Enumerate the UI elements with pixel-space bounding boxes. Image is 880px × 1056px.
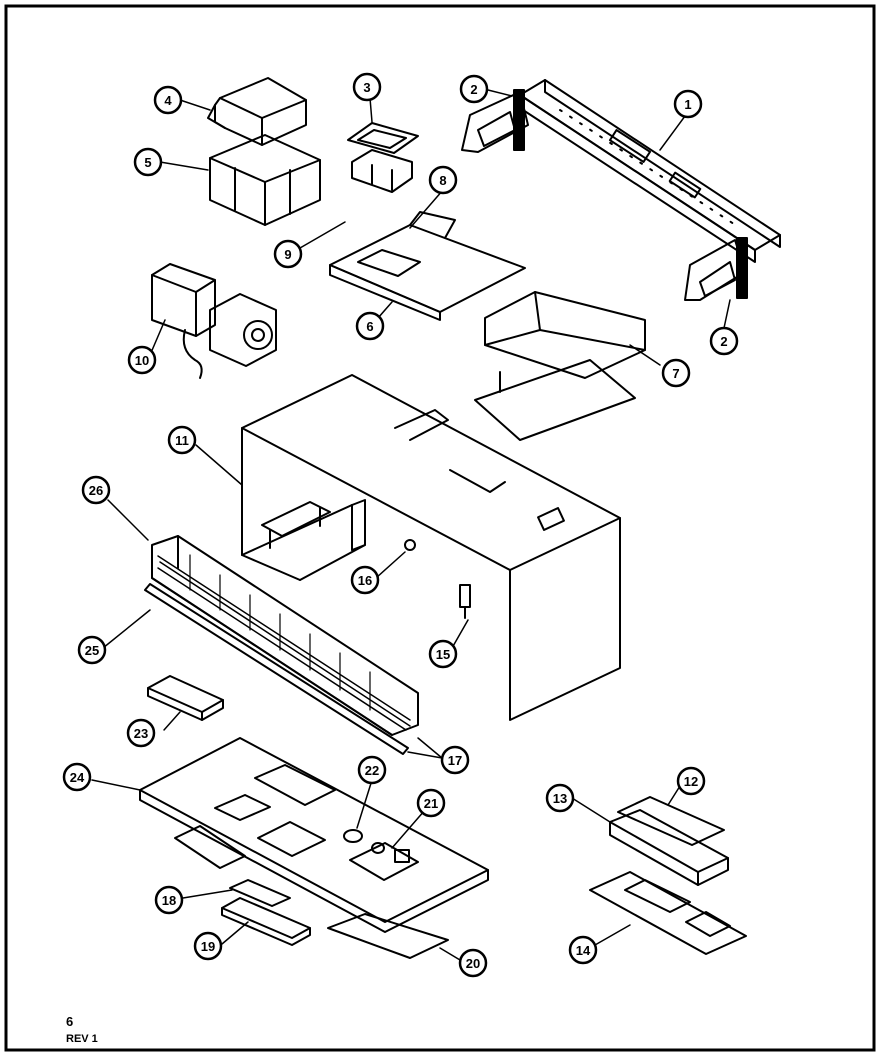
part-bracket-lower bbox=[684, 237, 748, 301]
callouts: 1 2 2 3 4 5 6 7 bbox=[62, 72, 739, 978]
part-cover-19 bbox=[221, 897, 311, 946]
part-cabinet bbox=[241, 374, 621, 721]
callout-9: 9 bbox=[273, 239, 303, 269]
callout-1-label: 1 bbox=[684, 97, 691, 112]
callout-23-label: 23 bbox=[134, 726, 148, 741]
part-blower-motor bbox=[151, 263, 277, 379]
callout-12: 12 bbox=[676, 766, 706, 796]
page-number: 6 bbox=[66, 1014, 73, 1029]
callout-10-label: 10 bbox=[135, 353, 149, 368]
part-filter-tray bbox=[147, 675, 224, 721]
part-fan-housing bbox=[209, 134, 321, 226]
callout-4: 4 bbox=[153, 85, 183, 115]
callout-17-label: 17 bbox=[448, 753, 462, 768]
callout-7: 7 bbox=[661, 358, 691, 388]
callout-2-upper: 2 bbox=[459, 74, 489, 104]
part-mounting-rail bbox=[519, 79, 781, 263]
part-light-lens bbox=[617, 796, 725, 846]
callout-10: 10 bbox=[127, 345, 157, 375]
callout-5: 5 bbox=[133, 147, 163, 177]
part-bottom-plate bbox=[139, 737, 489, 933]
callout-14-label: 14 bbox=[576, 943, 591, 958]
callout-20-label: 20 bbox=[466, 956, 480, 971]
callout-26-label: 26 bbox=[89, 483, 103, 498]
callout-18: 18 bbox=[154, 885, 184, 915]
callout-22: 22 bbox=[357, 755, 387, 785]
callout-21: 21 bbox=[416, 788, 446, 818]
callout-6-label: 6 bbox=[366, 319, 373, 334]
callout-2-lower: 2 bbox=[709, 326, 739, 356]
part-front-grille bbox=[144, 535, 419, 755]
callout-22-label: 22 bbox=[365, 763, 379, 778]
callout-3: 3 bbox=[352, 72, 382, 102]
callout-16-label: 16 bbox=[358, 573, 372, 588]
callout-9-label: 9 bbox=[284, 247, 291, 262]
part-duct-assembly bbox=[474, 291, 646, 441]
diagram-frame bbox=[4, 4, 876, 1052]
callout-1: 1 bbox=[673, 89, 703, 119]
callout-25-label: 25 bbox=[85, 643, 99, 658]
part-damper bbox=[347, 122, 419, 193]
callout-21-label: 21 bbox=[424, 796, 438, 811]
callout-19: 19 bbox=[193, 931, 223, 961]
callout-11-label: 11 bbox=[175, 433, 189, 448]
part-glass-panel bbox=[327, 913, 449, 959]
callout-26: 26 bbox=[81, 475, 111, 505]
part-latch-15 bbox=[459, 584, 471, 619]
part-fan-cover bbox=[207, 77, 307, 146]
revision-label: REV 1 bbox=[66, 1033, 98, 1045]
callout-16: 16 bbox=[350, 565, 380, 595]
callout-15: 15 bbox=[428, 639, 458, 669]
callout-18-label: 18 bbox=[162, 893, 176, 908]
callout-14: 14 bbox=[568, 935, 598, 965]
callout-25: 25 bbox=[77, 635, 107, 665]
part-mounting-plate bbox=[589, 871, 747, 955]
callout-2a-label: 2 bbox=[470, 82, 477, 97]
callout-19-label: 19 bbox=[201, 939, 215, 954]
callout-17: 17 bbox=[440, 745, 470, 775]
part-bracket-upper bbox=[461, 89, 529, 153]
callout-23: 23 bbox=[126, 718, 156, 748]
callout-12-label: 12 bbox=[684, 774, 698, 789]
leader-lines bbox=[91, 89, 731, 961]
callout-13: 13 bbox=[545, 783, 575, 813]
part-base-plate bbox=[329, 211, 526, 321]
callout-24-label: 24 bbox=[70, 770, 85, 785]
callout-24: 24 bbox=[62, 762, 92, 792]
callout-7-label: 7 bbox=[672, 366, 679, 381]
callout-8: 8 bbox=[428, 165, 458, 195]
callout-6: 6 bbox=[355, 311, 385, 341]
callout-2b-label: 2 bbox=[720, 334, 727, 349]
callout-5-label: 5 bbox=[144, 155, 151, 170]
callout-11: 11 bbox=[167, 425, 197, 455]
callout-8-label: 8 bbox=[439, 173, 446, 188]
callout-3-label: 3 bbox=[363, 80, 370, 95]
callout-4-label: 4 bbox=[164, 93, 172, 108]
part-fastener-16 bbox=[404, 539, 416, 551]
callout-15-label: 15 bbox=[436, 647, 450, 662]
part-cover-18 bbox=[229, 879, 291, 907]
callout-13-label: 13 bbox=[553, 791, 567, 806]
callout-20: 20 bbox=[458, 948, 488, 978]
part-lamp-socket bbox=[343, 829, 410, 863]
part-light-tray bbox=[609, 809, 729, 886]
